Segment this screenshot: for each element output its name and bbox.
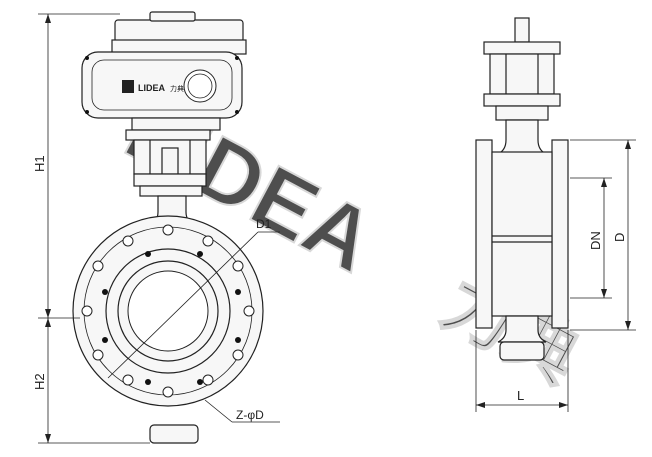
holes-leader [204, 399, 233, 423]
bolt-hole [122, 235, 134, 247]
bolt-hole [202, 374, 214, 386]
h1-label: H1 [32, 155, 47, 172]
inner-bolts [102, 251, 241, 385]
bolt [197, 379, 203, 385]
side-dimensions: DN D L [475, 139, 636, 412]
side-neck [497, 119, 547, 155]
side-yoke-base [483, 93, 561, 107]
bolt [235, 289, 241, 295]
d-label: D [612, 233, 627, 242]
actuator-screw [85, 56, 89, 60]
brand-logo-icon [122, 80, 134, 93]
actuator-window-inner [187, 73, 213, 99]
d1-leader [107, 231, 259, 379]
actuator-window [183, 69, 217, 103]
bonnet-flange [139, 185, 203, 197]
side-bonnet [495, 105, 549, 121]
dn-arrow-top [601, 178, 607, 187]
actuator-screw [235, 110, 239, 114]
actuator-base [131, 117, 221, 131]
brand-cn: 力典 [170, 84, 184, 93]
d-arrow-bottom [625, 321, 631, 330]
h2-label: H2 [32, 373, 47, 390]
bolt [102, 289, 108, 295]
bolt-hole [92, 349, 104, 361]
actuator-screw [235, 56, 239, 60]
side-bottom-boss [499, 341, 545, 361]
actuator-body-panel [91, 59, 233, 111]
dn-label: DN [588, 231, 603, 250]
h1-arrow-top [45, 14, 51, 23]
side-actuator-cap [483, 41, 561, 55]
bolt-hole [162, 224, 174, 236]
front-view: LIDEA 力典 [72, 11, 280, 444]
side-lower-neck [497, 315, 547, 343]
bolt-hole [162, 386, 174, 398]
bolt [145, 251, 151, 257]
bottom-boss [149, 424, 199, 444]
actuator-cap [149, 11, 196, 22]
l-arrow-right [559, 402, 568, 408]
outer-bolt-holes [81, 224, 255, 398]
brand-badge: LIDEA 力典 [122, 80, 184, 93]
side-body [491, 151, 553, 317]
holes-label: Z-φD [236, 408, 264, 422]
bolt-hole [232, 260, 244, 272]
bolt-hole [243, 305, 255, 317]
l-arrow-left [476, 402, 485, 408]
bolt [145, 379, 151, 385]
bolt-hole [202, 235, 214, 247]
bolt [235, 337, 241, 343]
bolt-hole [232, 349, 244, 361]
dn-arrow-bottom [601, 289, 607, 298]
bolt-hole [92, 260, 104, 272]
l-label: L [517, 388, 524, 403]
bolt-hole [122, 374, 134, 386]
side-view [475, 17, 569, 361]
h1-arrow-bottom [45, 309, 51, 318]
yoke-bottom-plate [133, 173, 207, 187]
side-flange-left [475, 139, 493, 329]
bolt-hole [81, 305, 93, 317]
side-flange-right [551, 139, 569, 329]
stem-top [514, 17, 530, 43]
height-dimensions: H1 H2 [32, 13, 150, 444]
actuator-screw [85, 110, 89, 114]
h2-arrow-top [45, 318, 51, 327]
side-yoke [489, 53, 555, 95]
bolt [102, 337, 108, 343]
coupling [161, 147, 179, 175]
h2-arrow-bottom [45, 434, 51, 443]
d1-label: D1 [256, 217, 272, 231]
bolt [197, 251, 203, 257]
valve-bore [127, 270, 209, 352]
d-arrow-top [625, 140, 631, 149]
brand-name: LIDEA [138, 83, 166, 93]
yoke-top-plate [125, 129, 211, 141]
actuator-top-cover [114, 19, 244, 43]
